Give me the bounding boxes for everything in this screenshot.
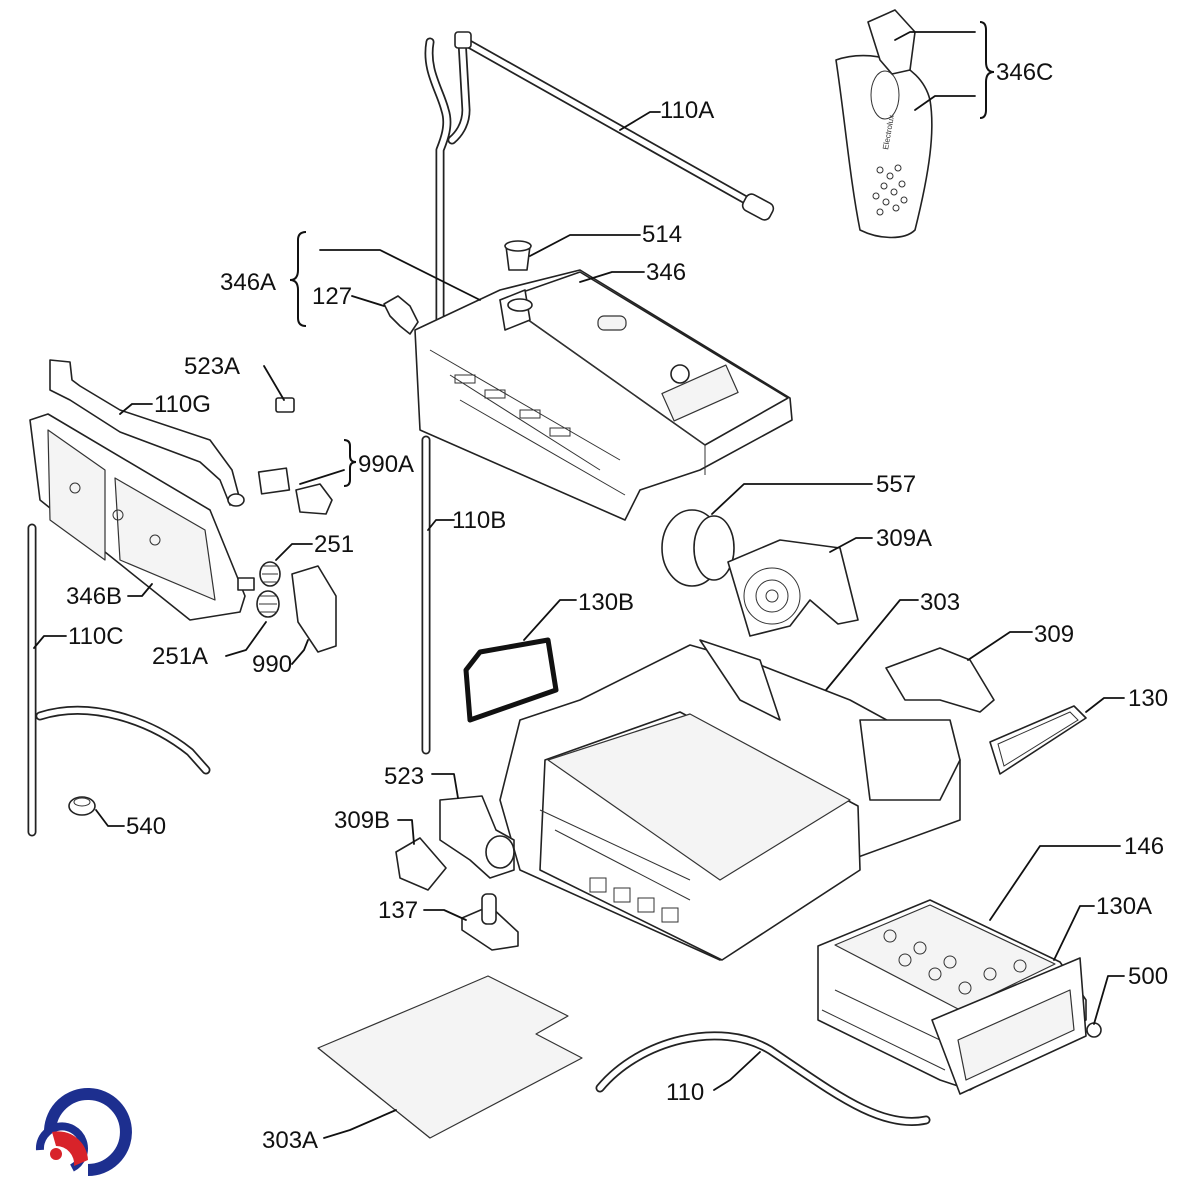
- part-346c-drawer-front: [835, 9, 933, 239]
- leader-lines: [33, 31, 1125, 1139]
- part-127-clip: [383, 295, 419, 335]
- part-110-drain-hose: [595, 1031, 931, 1126]
- part-557-ring: [661, 509, 735, 587]
- part-346b-duct: [29, 413, 255, 621]
- part-346-dispenser-housing: [414, 269, 793, 521]
- callout-500: 500: [1128, 963, 1168, 990]
- callout-130a: 130A: [1096, 893, 1152, 920]
- part-514-cap: [504, 240, 532, 271]
- part-137-switch: [461, 893, 519, 951]
- callout-130b: 130B: [578, 589, 634, 616]
- part-110g-hose: [49, 359, 245, 507]
- callout-127: 127: [312, 283, 352, 310]
- callout-540: 540: [126, 813, 166, 840]
- swirl-logo-icon: [35, 1088, 132, 1176]
- callout-309a: 309A: [876, 525, 932, 552]
- part-309-housing: [885, 647, 995, 713]
- callout-514: 514: [642, 221, 682, 248]
- part-523a-connector: [275, 397, 295, 413]
- callout-110c: 110C: [68, 623, 124, 650]
- callout-303: 303: [920, 589, 960, 616]
- part-523-solenoid: [439, 795, 515, 879]
- callout-990a: 990A: [358, 451, 414, 478]
- part-500-fastener: [1086, 1022, 1102, 1038]
- part-251-grommet: [259, 561, 281, 587]
- callout-523a: 523A: [184, 353, 240, 380]
- callout-251: 251: [314, 531, 354, 558]
- callout-137: 137: [378, 897, 418, 924]
- callout-346a: 346A: [220, 269, 276, 296]
- part-303-base-housing: [499, 639, 961, 961]
- part-303a-insulation-pad: [317, 975, 583, 1139]
- callout-110a: 110A: [660, 97, 714, 124]
- bracket-marks: [289, 21, 995, 487]
- callout-110: 110: [666, 1079, 704, 1106]
- part-110a-tube: [424, 31, 775, 405]
- part-110c-hose: [27, 523, 211, 837]
- callout-523: 523: [384, 763, 424, 790]
- part-309b-flap: [395, 837, 447, 891]
- callout-130: 130: [1128, 685, 1168, 712]
- part-540-nut: [68, 796, 96, 816]
- callout-146: 146: [1124, 833, 1164, 860]
- callout-346c: 346C: [996, 59, 1053, 86]
- part-251a-grommet: [256, 590, 280, 618]
- part-130a-gasket: [931, 957, 1087, 1095]
- callout-303a: 303A: [262, 1127, 318, 1154]
- callout-309: 309: [1034, 621, 1074, 648]
- callout-251a: 251A: [152, 643, 208, 670]
- callout-346b: 346B: [66, 583, 122, 610]
- callout-110g: 110G: [154, 391, 211, 418]
- callout-110b: 110B: [452, 507, 506, 534]
- part-130-gasket: [989, 705, 1087, 775]
- part-990-valve: [291, 565, 337, 653]
- callout-990: 990: [252, 651, 292, 678]
- callout-labels: 110A 346C 514 346 346A 127 523A 110G 990…: [66, 59, 1168, 1154]
- part-130b-gasket: [463, 637, 559, 723]
- callout-346: 346: [646, 259, 686, 286]
- part-309a-fan-housing: [727, 539, 859, 637]
- part-990a-connectors: [257, 467, 333, 515]
- callout-557: 557: [876, 471, 916, 498]
- callout-309b: 309B: [334, 807, 390, 834]
